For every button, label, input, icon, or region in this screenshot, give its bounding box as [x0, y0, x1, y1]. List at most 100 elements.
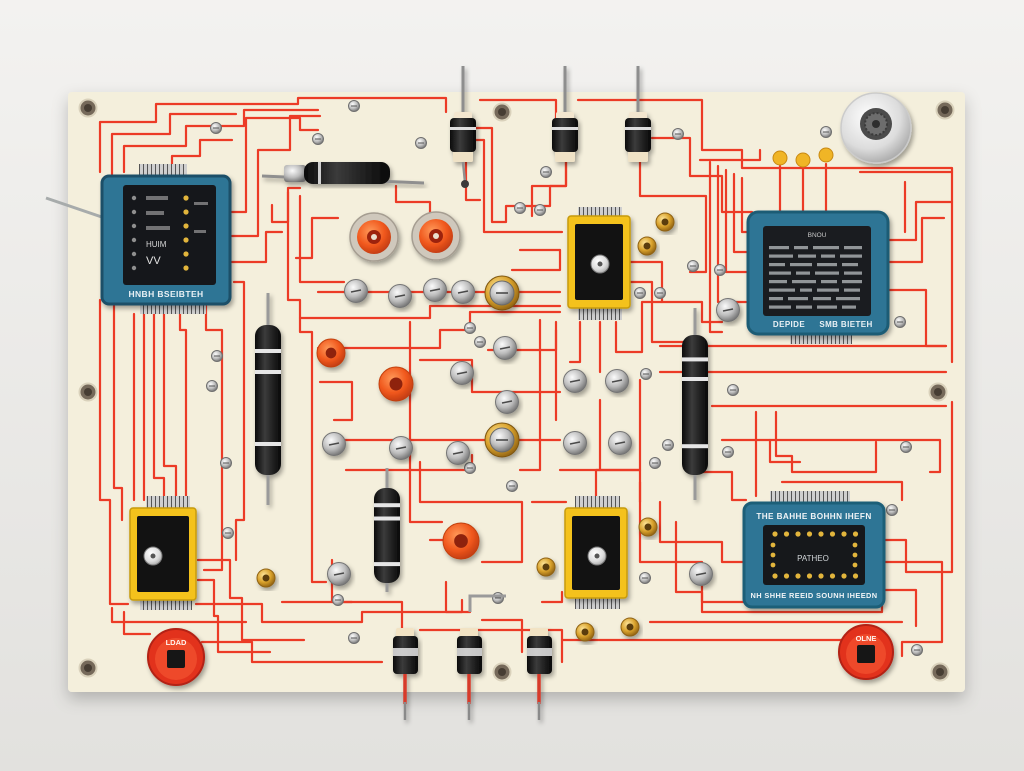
- gold-components: [256, 212, 675, 642]
- bent-lead: [468, 594, 506, 612]
- screw: [911, 644, 923, 656]
- screw: [820, 126, 832, 138]
- pin-dot: [795, 531, 801, 537]
- pin-dot: [852, 531, 859, 537]
- display-module-top-right: BNOU DEPIDE SMB BIETEH: [746, 210, 890, 344]
- silver-capacitor: [563, 431, 587, 455]
- power-connector-left: LDAD: [147, 628, 205, 686]
- vertical-resistor: [255, 293, 281, 505]
- power-connector-right: OLNE: [838, 624, 894, 680]
- pin-dot: [183, 223, 189, 229]
- silver-capacitor: [608, 431, 632, 455]
- pin-header: [140, 303, 206, 314]
- silver-capacitor: [389, 436, 413, 460]
- axial-capacitor: [552, 66, 578, 162]
- screw: [886, 504, 898, 516]
- connector-label: OLNE: [856, 634, 877, 643]
- screw: [464, 462, 476, 474]
- screw: [672, 128, 684, 140]
- axial-capacitor: [625, 66, 651, 162]
- gold-component: [575, 622, 595, 642]
- silver-capacitor: [450, 361, 474, 385]
- mounting-hole: [78, 658, 98, 678]
- pin-header: [139, 164, 187, 176]
- pin-dot: [131, 195, 137, 201]
- screw: [348, 632, 360, 644]
- mounting-holes: [78, 98, 955, 682]
- module-screen: [763, 226, 871, 316]
- silver-capacitor: [423, 278, 447, 302]
- axial-capacitor: [450, 66, 476, 162]
- module-screen: [123, 185, 216, 285]
- pin-dot: [852, 542, 858, 548]
- axial-capacitor: [393, 628, 418, 720]
- axial-capacitor: [457, 628, 482, 720]
- screw: [206, 380, 218, 392]
- mounting-hole: [492, 102, 512, 122]
- pin-dot: [770, 552, 776, 558]
- trim-knob-center: [594, 553, 600, 559]
- orange-jacks: [316, 211, 480, 560]
- vertical-resistor: [682, 308, 708, 500]
- screw: [220, 457, 232, 469]
- screen-pin-dots: [770, 531, 859, 579]
- ic-module-top-center: [567, 207, 631, 320]
- gold-component: [655, 212, 675, 232]
- screw: [514, 202, 526, 214]
- screw: [464, 322, 476, 334]
- screw: [211, 350, 223, 362]
- pin-dot: [131, 265, 137, 271]
- pin-header: [146, 496, 190, 508]
- pin-dot: [841, 531, 847, 537]
- vertical-resistor: [374, 468, 400, 592]
- pin-dot: [829, 531, 836, 537]
- screw: [900, 441, 912, 453]
- screw: [415, 137, 427, 149]
- pin-dot: [183, 209, 189, 215]
- large-capacitor: [484, 275, 520, 311]
- screen-text: PATHEO: [797, 554, 829, 563]
- pin-header: [140, 598, 192, 610]
- gold-component: [256, 568, 276, 588]
- ic-body: [137, 516, 189, 592]
- screw: [662, 439, 674, 451]
- screw: [348, 100, 360, 112]
- screw: [634, 287, 646, 299]
- pin-dot: [841, 573, 847, 579]
- pin-dot: [795, 573, 801, 579]
- module-screen: [763, 525, 865, 585]
- large-capacitor: [484, 422, 520, 458]
- display-module-top-left: HUIM VV HNBH BSEIBTEH: [45, 164, 232, 314]
- screw: [649, 457, 661, 469]
- screen-line: VV: [146, 255, 161, 267]
- gold-component: [620, 617, 640, 637]
- screen-text-glyphs: [769, 246, 862, 309]
- screen-text-glyphs: [146, 196, 168, 200]
- mounting-hole: [492, 662, 512, 682]
- vertical-resistors: [255, 293, 708, 592]
- yellow-led: [818, 147, 834, 163]
- pin-dot: [772, 573, 778, 579]
- silver-capacitor: [388, 284, 412, 308]
- yellow-leds: [772, 147, 834, 168]
- pin-dot: [183, 195, 189, 201]
- pin-dot: [852, 552, 858, 558]
- module-bottom-label: NH SHHE REEID SOUNH IHEEDN: [750, 591, 877, 600]
- pin-dot: [829, 573, 836, 579]
- screen-line: HUIM: [146, 240, 167, 249]
- orange-jack-small: [378, 366, 414, 402]
- pin-dot: [818, 573, 824, 579]
- silver-capacitor: [605, 369, 629, 393]
- pin-header: [575, 596, 620, 609]
- trim-knob-center: [150, 553, 156, 559]
- pin-dot: [772, 531, 778, 537]
- pin-header: [578, 207, 622, 218]
- pin-dot: [131, 251, 137, 257]
- screen-text-glyphs: [194, 202, 208, 205]
- potentiometer-knob: [840, 92, 912, 164]
- screen-text-glyphs: [146, 211, 164, 215]
- pin-dot: [806, 531, 813, 537]
- screw: [714, 264, 726, 276]
- mounting-hole: [928, 382, 948, 402]
- screw: [210, 122, 222, 134]
